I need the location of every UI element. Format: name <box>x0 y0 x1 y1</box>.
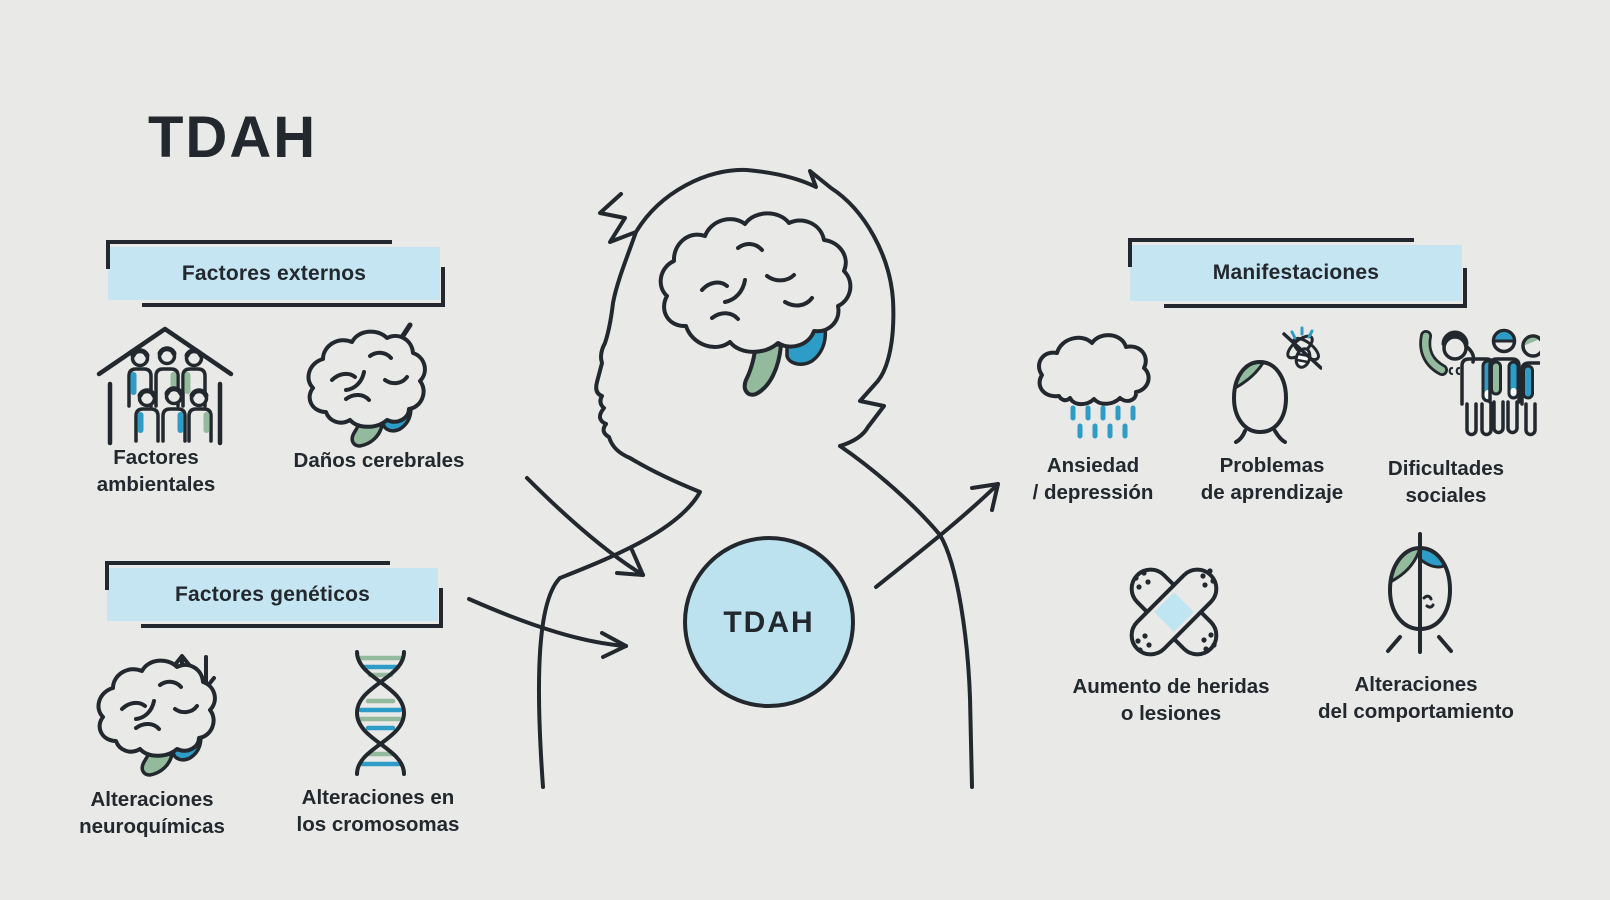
people-group-icon <box>1412 324 1540 452</box>
tag-factores-geneticos: Factores genéticos <box>105 561 444 628</box>
dna-icon <box>343 648 418 778</box>
arrow-tdah-to-manifestaciones <box>874 482 1000 589</box>
tag-manifestaciones: Manifestaciones <box>1128 238 1468 308</box>
head-half-green <box>1392 548 1420 581</box>
rain-cloud-icon <box>1030 326 1155 444</box>
page-title: TDAH <box>148 105 318 170</box>
tag-factores-externos-label: Factores externos <box>181 261 367 285</box>
buzz-sparks <box>1290 326 1314 340</box>
crossed-bandages-icon <box>1118 556 1230 668</box>
center-figure: TDAH <box>440 130 1030 900</box>
bee <box>1282 326 1322 370</box>
brain-arrows-icon <box>88 645 223 777</box>
label-problemas-aprendizaje: Problemas de aprendizaje <box>1200 454 1344 504</box>
arrow-externos-to-tdah <box>525 476 645 577</box>
head-bee-icon <box>1218 326 1322 444</box>
label-alteraciones-cromosomas: Alteraciones en los cromosomas <box>296 786 460 836</box>
brain-lightning-icon <box>302 322 432 448</box>
tag-manifestaciones-label: Manifestaciones <box>1212 261 1380 284</box>
label-ansiedad-depression: Ansiedad / depressión <box>1032 454 1154 504</box>
house-family-icon <box>95 322 235 448</box>
label-factores-ambientales: Factores ambientales <box>96 446 216 496</box>
label-danos-cerebrales: Daños cerebrales <box>293 449 465 472</box>
brain-illustration <box>658 211 853 397</box>
label-alteraciones-comportamiento: Alteraciones del comportamiento <box>1318 673 1514 723</box>
split-head-icon <box>1375 532 1465 667</box>
tag-factores-externos: Factores externos <box>106 240 446 307</box>
tag-factores-geneticos-label: Factores genéticos <box>175 582 370 606</box>
hair-patch <box>1235 362 1263 388</box>
rain-drops <box>1070 405 1136 439</box>
bandage-dots <box>1133 568 1217 653</box>
tdah-circle <box>683 536 855 708</box>
figure-and-arrows-svg: TDAH <box>467 167 1000 789</box>
label-dificultades-sociales: Dificultades sociales <box>1387 457 1505 507</box>
cloud-outline <box>1037 333 1151 407</box>
brain-stem-green <box>742 340 783 397</box>
label-alteraciones-neuroquimicas: Alteraciones neuroquímicas <box>79 788 225 838</box>
arrow-geneticos-to-tdah <box>467 597 628 659</box>
tdah-circle-label: TDAH <box>723 606 814 639</box>
label-aumento-heridas: Aumento de heridas o lesiones <box>1072 675 1270 725</box>
